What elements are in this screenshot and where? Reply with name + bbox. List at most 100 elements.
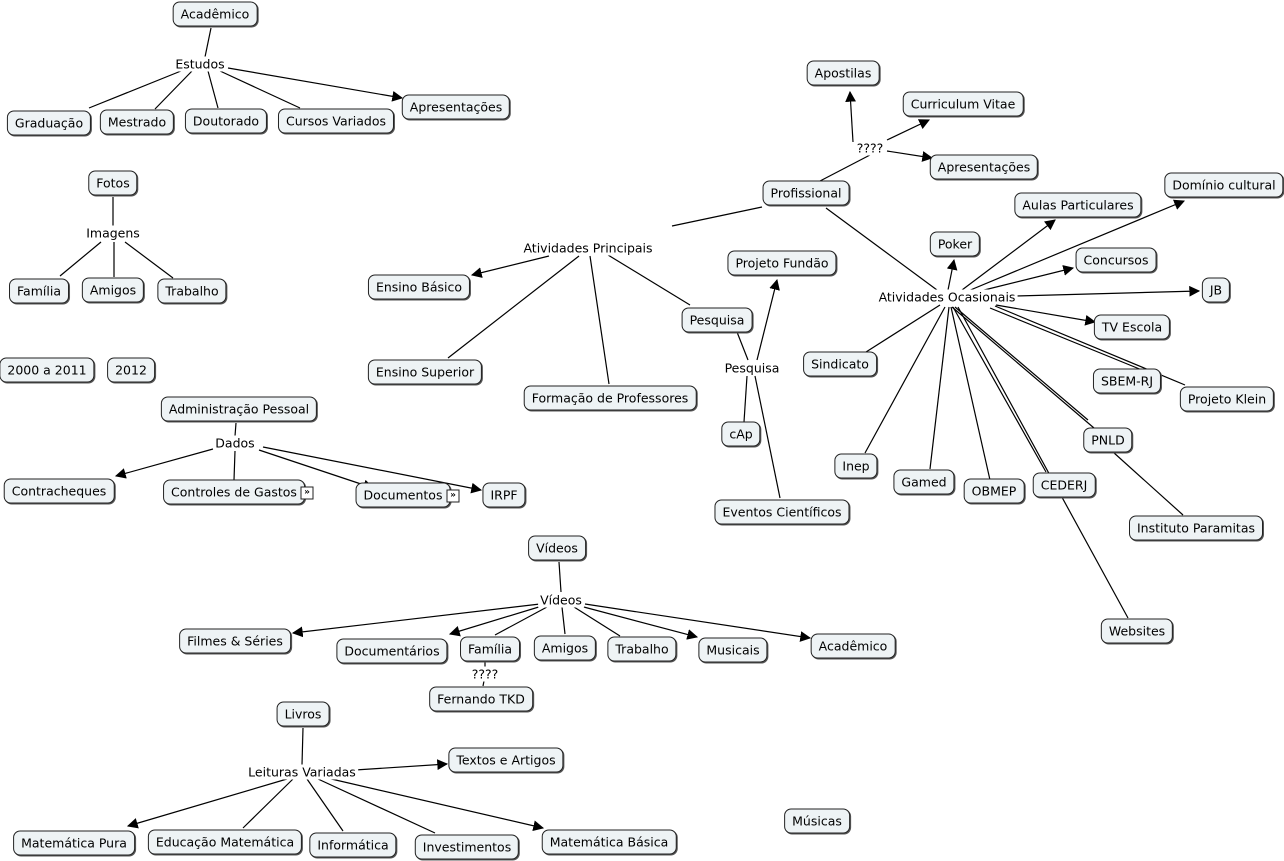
node-formacao-de-professores[interactable]: Formação de Professores xyxy=(523,385,697,411)
node-graduacao[interactable]: Graduação xyxy=(6,110,92,136)
connection-line xyxy=(1112,451,1184,516)
connection-arrow xyxy=(961,219,1056,291)
connection-arrow xyxy=(227,67,404,102)
connection-line xyxy=(573,606,621,637)
expand-icon[interactable]: » xyxy=(300,486,314,500)
node-aulas-particulares[interactable]: Aulas Particulares xyxy=(1014,192,1142,218)
node-amigos-videos[interactable]: Amigos xyxy=(533,635,597,661)
node-gamed[interactable]: Gamed xyxy=(893,469,955,495)
connection-arrow xyxy=(1015,285,1201,297)
node-pesquisa[interactable]: Pesquisa xyxy=(681,307,753,333)
node-doutorado[interactable]: Doutorado xyxy=(184,108,268,134)
node-2000-a-2011[interactable]: 2000 a 2011 xyxy=(0,357,95,383)
node-investimentos[interactable]: Investimentos xyxy=(414,834,520,860)
node-musicais[interactable]: Musicais xyxy=(698,637,768,663)
link-label-videos: Vídeos xyxy=(538,592,584,608)
node-obmep[interactable]: OBMEP xyxy=(963,478,1025,504)
node-mestrado[interactable]: Mestrado xyxy=(99,109,175,135)
node-contracheques[interactable]: Contracheques xyxy=(3,478,115,504)
node-trabalho-videos[interactable]: Trabalho xyxy=(607,636,677,662)
node-documentarios[interactable]: Documentários xyxy=(336,638,448,664)
node-administracao-pessoal[interactable]: Administração Pessoal xyxy=(160,396,318,422)
node-fotos[interactable]: Fotos xyxy=(88,170,138,196)
connection-line xyxy=(929,306,950,470)
connection-line xyxy=(59,241,102,277)
node-jb[interactable]: JB xyxy=(1201,277,1231,303)
node-informatica[interactable]: Informática xyxy=(309,832,397,858)
node-familia-videos[interactable]: Família xyxy=(460,636,520,662)
connection-line xyxy=(671,206,763,227)
node-pnld[interactable]: PNLD xyxy=(1083,427,1133,453)
node-irpf[interactable]: IRPF xyxy=(482,482,526,508)
connection-arrow xyxy=(470,255,550,278)
connection-line xyxy=(607,254,691,306)
connection-line xyxy=(736,331,749,361)
node-filmes-e-series[interactable]: Filmes & Séries xyxy=(179,628,291,654)
node-matematica-pura[interactable]: Matemática Pura xyxy=(13,830,135,856)
node-livros[interactable]: Livros xyxy=(276,701,330,727)
connection-arrow xyxy=(291,603,541,638)
node-documentos[interactable]: Documentos xyxy=(355,482,451,508)
node-cursos-variados[interactable]: Cursos Variados xyxy=(277,108,395,134)
node-sindicato[interactable]: Sindicato xyxy=(803,351,877,377)
node-cederj[interactable]: CEDERJ xyxy=(1032,472,1096,498)
connection-arrow xyxy=(946,258,958,291)
connection-line xyxy=(306,778,344,832)
node-profissional[interactable]: Profissional xyxy=(762,180,850,206)
node-matematica-basica[interactable]: Matemática Básica xyxy=(541,829,677,855)
node-projeto-klein[interactable]: Projeto Klein xyxy=(1179,386,1275,412)
link-label-pesquisa: Pesquisa xyxy=(722,360,782,376)
node-videos[interactable]: Vídeos xyxy=(528,535,586,561)
connection-line xyxy=(154,70,193,110)
node-apresentacoes-estudos[interactable]: Apresentações xyxy=(401,94,511,120)
connection-arrow xyxy=(326,777,545,832)
node-academico[interactable]: Acadêmico xyxy=(172,1,258,27)
connection-line xyxy=(494,606,548,636)
node-textos-e-artigos[interactable]: Textos e Artigos xyxy=(448,747,564,773)
connection-arrow xyxy=(756,278,780,361)
connection-line xyxy=(819,154,871,182)
node-educacao-matematica[interactable]: Educação Matemática xyxy=(147,829,303,855)
node-ensino-superior[interactable]: Ensino Superior xyxy=(367,359,483,385)
node-amigos-imagens[interactable]: Amigos xyxy=(81,277,145,303)
connection-line xyxy=(825,207,938,291)
connection-line xyxy=(743,375,748,423)
node-websites[interactable]: Websites xyxy=(1100,618,1174,644)
connection-line xyxy=(954,306,1089,421)
node-controles-de-gastos[interactable]: Controles de Gastos xyxy=(163,479,305,505)
connection-line xyxy=(864,306,946,454)
connection-arrow xyxy=(845,90,856,143)
link-label-dados: Dados xyxy=(213,435,257,451)
node-musicas[interactable]: Músicas xyxy=(784,808,850,834)
node-trabalho-imagens[interactable]: Trabalho xyxy=(157,278,227,304)
node-curriculum-vitae[interactable]: Curriculum Vitae xyxy=(902,91,1024,117)
connection-line xyxy=(482,680,485,687)
node-fernando-tkd[interactable]: Fernando TKD xyxy=(429,686,533,712)
connection-line xyxy=(589,255,610,385)
node-projeto-fundao[interactable]: Projeto Fundão xyxy=(727,250,837,276)
node-apresentacoes-profissional[interactable]: Apresentações xyxy=(929,154,1039,180)
node-apostilas[interactable]: Apostilas xyxy=(806,60,880,86)
node-tv-escola[interactable]: TV Escola xyxy=(1093,314,1171,340)
node-poker[interactable]: Poker xyxy=(929,231,981,257)
node-ensino-basico[interactable]: Ensino Básico xyxy=(367,274,471,300)
node-2012[interactable]: 2012 xyxy=(107,357,155,383)
connection-line xyxy=(301,727,304,766)
node-sbem-rj[interactable]: SBEM-RJ xyxy=(1092,368,1162,394)
connection-arrow xyxy=(967,199,1185,292)
connection-line xyxy=(447,255,580,359)
node-concursos[interactable]: Concursos xyxy=(1075,247,1157,273)
connection-arrow xyxy=(258,449,375,491)
expand-icon[interactable]: » xyxy=(446,489,460,503)
connection-line xyxy=(204,27,212,58)
node-inep[interactable]: Inep xyxy=(834,453,878,479)
node-eventos-cientificos[interactable]: Eventos Científicos xyxy=(714,499,850,525)
node-dominio-cultural[interactable]: Domínio cultural xyxy=(1164,172,1284,198)
node-academico-videos[interactable]: Acadêmico xyxy=(810,633,896,659)
node-cap[interactable]: cAp xyxy=(721,421,761,447)
link-label-imagens: Imagens xyxy=(84,225,142,241)
node-familia-imagens[interactable]: Família xyxy=(9,278,69,304)
connection-arrow xyxy=(886,119,930,141)
node-instituto-paramitas[interactable]: Instituto Paramitas xyxy=(1129,515,1263,541)
link-label-estudos: Estudos xyxy=(173,56,227,72)
